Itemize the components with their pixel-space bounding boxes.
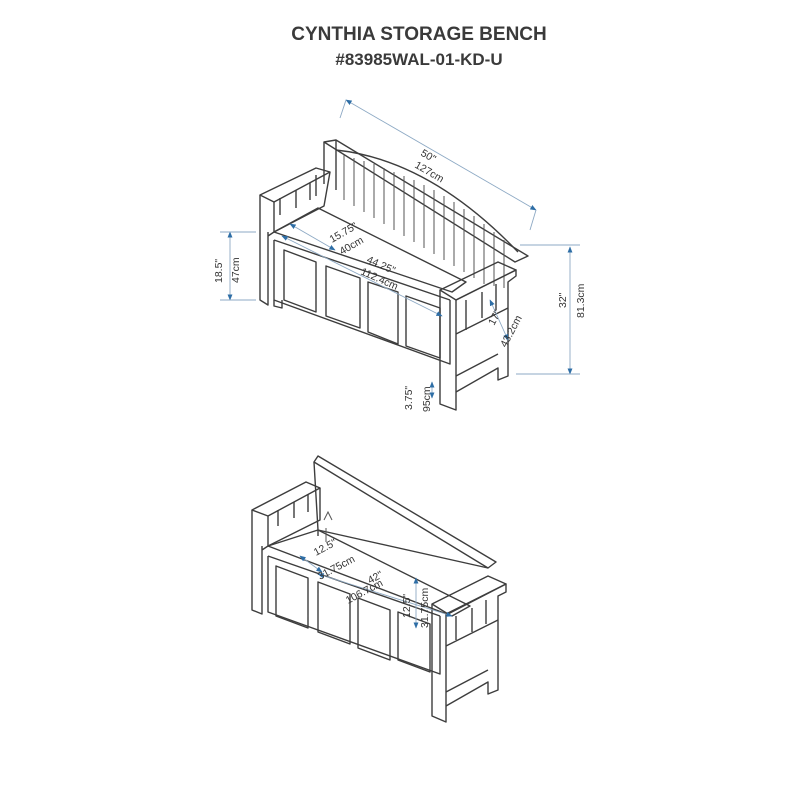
left-armrest-open xyxy=(251,481,321,615)
dim-storage-depth-in: 12.5" xyxy=(312,537,339,559)
dim-seat-height-in: 18.5" xyxy=(213,259,225,283)
dim-seat-height-cm: 47cm xyxy=(230,257,242,283)
dim-total-height-cm: 81.3cm xyxy=(575,283,587,318)
dim-storage-height-cm: 31.75cm xyxy=(419,587,431,628)
dimension-lines-top xyxy=(220,99,580,399)
product-title: CYNTHIA STORAGE BENCH xyxy=(291,24,547,45)
dim-depth-cm: 43.2cm xyxy=(498,313,525,349)
dim-storage-width-cm: 106.7cm xyxy=(344,577,385,607)
dim-storage-height-in: 12.5" xyxy=(401,594,413,618)
dim-clearance-cm: 95cm xyxy=(421,386,433,412)
dim-total-height-in: 32" xyxy=(557,292,569,308)
dim-clearance-in: 3.75" xyxy=(403,386,415,410)
front-panels-open xyxy=(267,556,441,675)
model-number: #83985WAL-01-KD-U xyxy=(335,50,503,69)
open-lid xyxy=(313,455,497,569)
front-panels xyxy=(273,240,451,365)
left-armrest xyxy=(259,167,331,306)
backrest xyxy=(323,139,529,288)
bench-closed-drawing xyxy=(259,139,529,411)
dimension-lines-bottom xyxy=(299,555,453,629)
right-armrest-open xyxy=(431,575,507,723)
